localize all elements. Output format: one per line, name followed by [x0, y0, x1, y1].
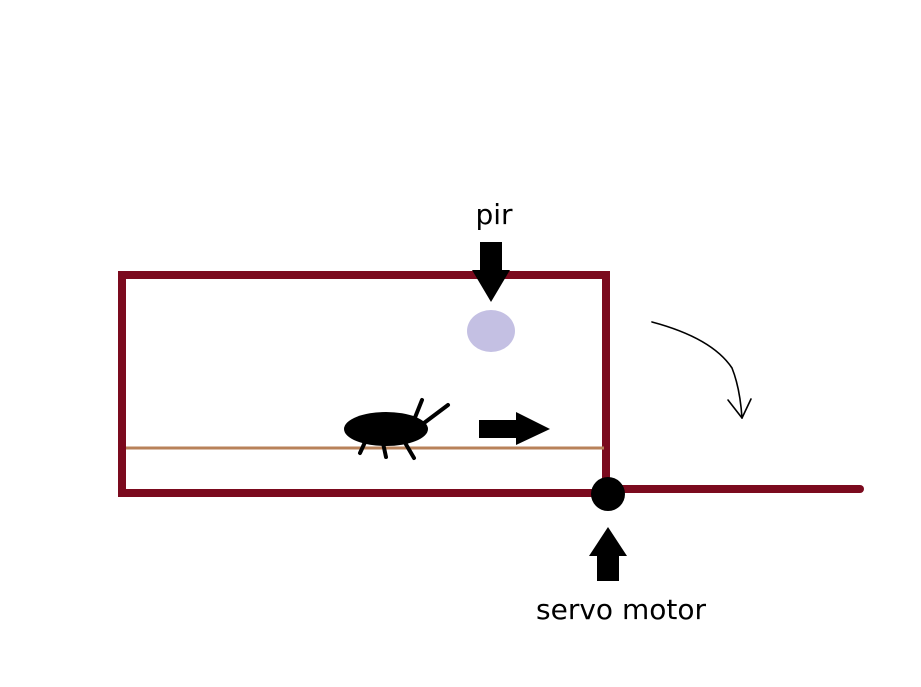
curved-arrow-icon: [651, 321, 752, 419]
arrow-down-icon: [472, 242, 510, 302]
arrow-right-icon: [479, 412, 550, 445]
pir-label: pir: [475, 198, 513, 231]
cockroach-icon: [344, 398, 450, 460]
servo-motor-label: servo motor: [536, 593, 706, 626]
trap-box: [118, 271, 610, 497]
servo-pivot: [591, 477, 625, 511]
arrow-up-icon: [589, 527, 627, 581]
pir-sensor: [467, 310, 515, 352]
